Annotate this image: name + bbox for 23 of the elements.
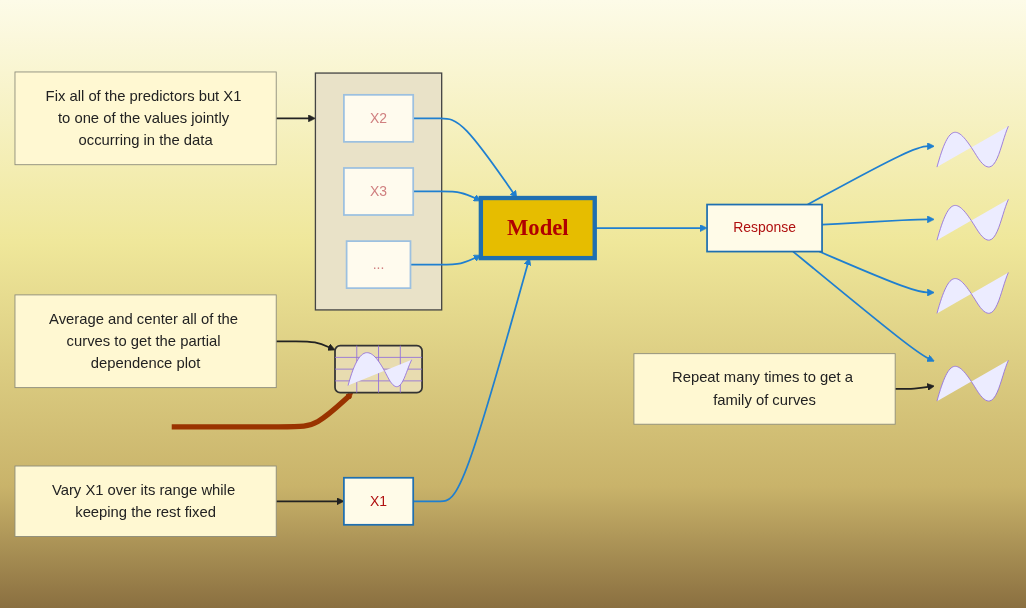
node-box: Repeat many times to get a family of curves (633, 352, 896, 425)
arrow (171, 392, 354, 430)
curve-drawing (936, 198, 1009, 241)
cluster (314, 72, 443, 311)
arrow (275, 114, 316, 122)
node-box: Model (478, 195, 597, 260)
arrow (806, 142, 935, 206)
node-box: Average and center all of the curves to get the partial dependence plot (14, 294, 277, 388)
node-box: X2 (343, 93, 415, 143)
curve-drawing (936, 125, 1009, 168)
node-box: X1 (343, 476, 415, 526)
plot-drawing (334, 344, 423, 393)
node-box: ... (345, 240, 412, 289)
curve-drawing (936, 271, 1009, 314)
arrow (894, 383, 935, 391)
arrow (818, 250, 935, 297)
node-box: Fix all of the predictors but X1 to one of the values jointly occurring in the data (14, 71, 277, 165)
node-box: Response (706, 203, 823, 253)
arrow (275, 340, 336, 351)
node-box: Vary X1 over its range while keeping the rest fixed (14, 465, 277, 537)
curve-drawing (936, 359, 1009, 402)
arrow (792, 250, 935, 362)
node-box: X3 (343, 166, 415, 216)
